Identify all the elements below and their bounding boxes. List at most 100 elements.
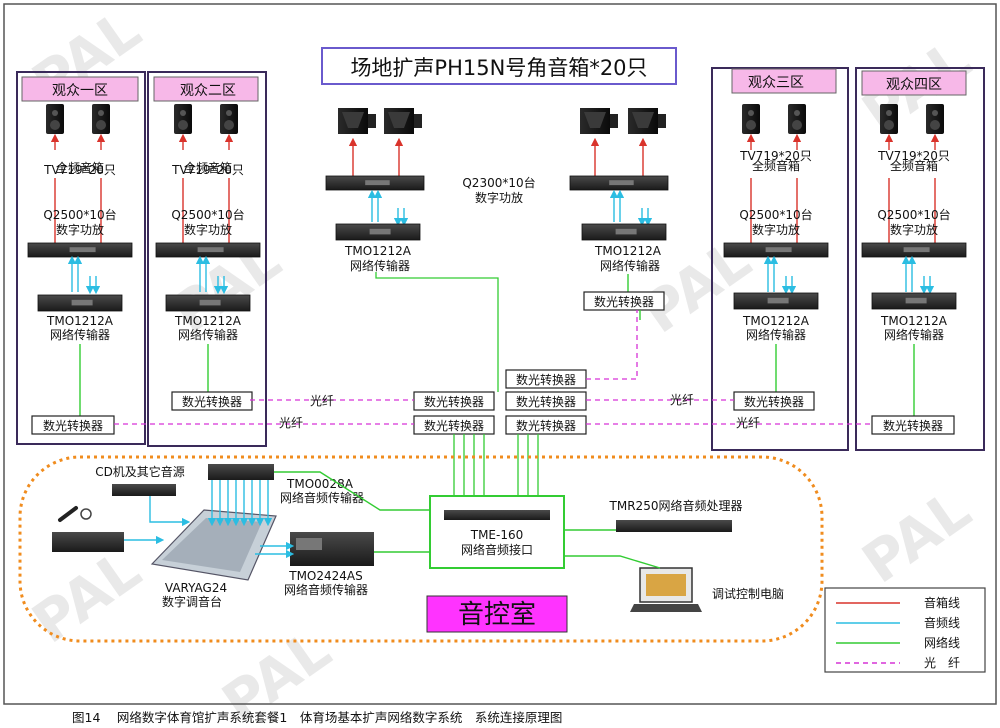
hub-converter-label: 数光转换器 bbox=[516, 394, 576, 409]
transmitter-device bbox=[37, 294, 123, 312]
laptop-screen-content bbox=[646, 574, 686, 596]
amplifier-device bbox=[861, 242, 967, 258]
hub-converter bbox=[505, 391, 587, 411]
speaker-icon bbox=[220, 104, 238, 134]
speaker-icon bbox=[880, 104, 898, 134]
hub-converter bbox=[505, 415, 587, 435]
zone-4: 观众四区TV719*20只全频音箱Q2500*10台数字功放TMO1212A网络… bbox=[861, 70, 967, 435]
speaker-model-label: TV719*20只 bbox=[877, 149, 950, 163]
field-transmitter-right-desc: 网络传输器 bbox=[600, 258, 660, 273]
legend-label: 光 纤 bbox=[924, 656, 960, 670]
speaker-desc-label: 全频音箱 bbox=[890, 158, 938, 173]
tme-device bbox=[444, 510, 550, 520]
transmitter-model-label: TMO1212A bbox=[880, 314, 948, 328]
horn-speaker-icon bbox=[338, 108, 376, 134]
zone-title: 观众二区 bbox=[180, 83, 236, 99]
horn-speaker-icon bbox=[580, 108, 618, 134]
amp-model-label: Q2500*10台 bbox=[877, 207, 950, 222]
watermark: PAL bbox=[851, 477, 982, 596]
amp-model-label: Q2500*10台 bbox=[739, 207, 812, 222]
speaker-icon bbox=[92, 104, 110, 134]
tmr250-label: TMR250网络音频处理器 bbox=[609, 498, 743, 513]
amp-desc-label: 数字功放 bbox=[752, 222, 800, 237]
speaker-desc-label: 全频音箱 bbox=[56, 160, 104, 175]
amplifier-device bbox=[155, 242, 261, 258]
field-amplifier-right bbox=[569, 175, 669, 191]
control-room-frame bbox=[18, 455, 824, 643]
transmitter-device bbox=[165, 294, 251, 312]
amp-model-label: Q2500*10台 bbox=[171, 207, 244, 222]
zone-header bbox=[153, 76, 259, 102]
hub-converter-label: 数光转换器 bbox=[424, 418, 484, 433]
field-transmitter-left-label: TMO1212A bbox=[344, 244, 412, 258]
field-right-converter-label: 数光转换器 bbox=[594, 294, 654, 309]
zone-converter-label: 数光转换器 bbox=[744, 394, 804, 409]
legend-label: 网络线 bbox=[924, 635, 960, 650]
legend-label: 音箱线 bbox=[924, 595, 960, 610]
field-amp-label: Q2300*10台 bbox=[462, 175, 535, 190]
hub-converter-label: 数光转换器 bbox=[516, 418, 576, 433]
console-desc: 数字调音台 bbox=[162, 594, 222, 609]
zone-converter-label: 数光转换器 bbox=[182, 394, 242, 409]
speaker-desc-label: 全频音箱 bbox=[184, 160, 232, 175]
transmitter-model-label: TMO1212A bbox=[174, 314, 242, 328]
fiber-lines bbox=[114, 310, 870, 425]
legend-label: 音频线 bbox=[924, 615, 960, 630]
amp-desc-label: 数字功放 bbox=[56, 222, 104, 237]
figure-caption: 图14 网络数字体育馆扩声系统套餐1 体育场基本扩声网络数字系统 系统连接原理图 bbox=[72, 710, 562, 725]
fiber-label: 光纤 bbox=[279, 416, 303, 430]
field-amplifier-left bbox=[325, 175, 425, 191]
cd-label: CD机及其它音源 bbox=[95, 464, 185, 479]
transmitter-device bbox=[733, 292, 819, 310]
laptop-base-icon bbox=[630, 604, 702, 612]
speaker-model-label: TV719*20只 bbox=[739, 149, 812, 163]
speaker-model-label: TV719*20只 bbox=[43, 163, 116, 177]
hub-converter-label: 数光转换器 bbox=[516, 372, 576, 387]
wireless-receiver-icon bbox=[52, 532, 124, 552]
field-transmitter-left bbox=[335, 223, 421, 241]
speaker-model-label: TV719*20只 bbox=[171, 163, 244, 177]
zone-frame-2 bbox=[147, 71, 267, 447]
zone-converter-label: 数光转换器 bbox=[43, 418, 103, 433]
fiber-label: 光纤 bbox=[670, 393, 694, 407]
control-room-title-box bbox=[426, 595, 568, 633]
tmo0028-device bbox=[208, 464, 274, 480]
speaker-icon bbox=[926, 104, 944, 134]
tmo2424-label: TMO2424AS bbox=[288, 569, 363, 583]
control-room-audio-lines bbox=[124, 480, 295, 559]
amp-desc-label: 数字功放 bbox=[890, 222, 938, 237]
transmitter-device bbox=[871, 292, 957, 310]
zone-header bbox=[861, 70, 967, 96]
transmitter-model-label: TMO1212A bbox=[46, 314, 114, 328]
tmo2424-desc: 网络音频传输器 bbox=[284, 582, 368, 597]
zone-2: 观众二区TV719*20只全频音箱Q2500*10台数字功放TMO1212A网络… bbox=[153, 76, 261, 411]
control-room-network-lines bbox=[274, 471, 661, 569]
zone-header bbox=[21, 76, 139, 102]
field-right-converter bbox=[583, 291, 665, 311]
legend-box bbox=[824, 587, 986, 673]
amplifier-device bbox=[27, 242, 133, 258]
tme-box bbox=[429, 495, 565, 569]
transmitter-desc-label: 网络传输器 bbox=[50, 327, 110, 342]
zone-converter-label: 数光转换器 bbox=[883, 418, 943, 433]
banner-box bbox=[321, 47, 677, 85]
field-transmitter-right bbox=[581, 223, 667, 241]
amp-model-label: Q2500*10台 bbox=[43, 207, 116, 222]
zone-frame-4 bbox=[855, 67, 985, 451]
speaker-desc-label: 全频音箱 bbox=[752, 158, 800, 173]
tme-label: TME-160 bbox=[470, 528, 524, 542]
hub-converter-stack: 数光转换器 数光转换器 数光转换器 数光转换器 数光转换器 bbox=[413, 369, 587, 435]
transmitter-model-label: TMO1212A bbox=[742, 314, 810, 328]
speaker-icon bbox=[174, 104, 192, 134]
tmo0028-desc: 网络音频传输器 bbox=[280, 490, 364, 505]
banner-title: 场地扩声PH15N号角音箱*20只 bbox=[350, 56, 647, 80]
field-transmitter-right-label: TMO1212A bbox=[594, 244, 662, 258]
outer-frame bbox=[3, 3, 997, 705]
headset-icon bbox=[80, 508, 92, 520]
zone-title: 观众一区 bbox=[52, 83, 108, 99]
zone-converter bbox=[31, 415, 115, 435]
tmr250-device bbox=[616, 520, 732, 532]
zone-converter bbox=[733, 391, 815, 411]
zone-title: 观众四区 bbox=[886, 77, 942, 93]
